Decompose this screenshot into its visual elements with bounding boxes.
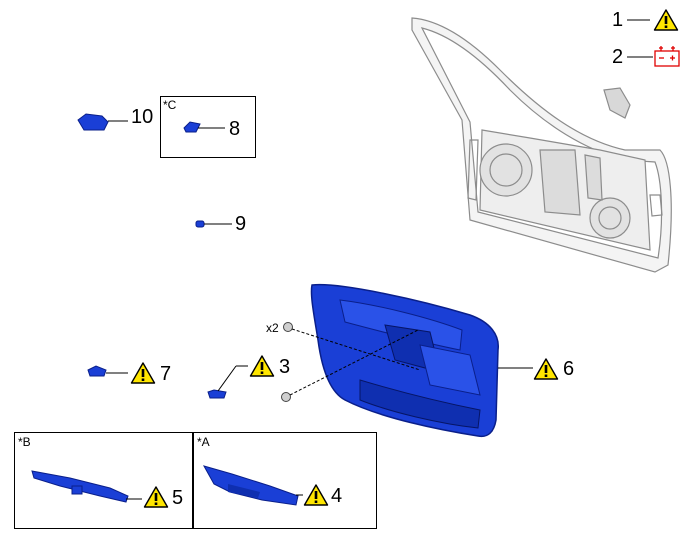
warning-icon	[533, 358, 559, 380]
callout-8: 8	[229, 118, 241, 140]
part-3-handle-bezel	[207, 389, 227, 399]
part-9-plug	[195, 220, 205, 228]
leader-lines	[106, 19, 653, 500]
warning-icon	[249, 355, 275, 377]
battery-icon	[654, 46, 680, 67]
door-trim-panel-part-6	[310, 283, 499, 438]
part-5-garnish	[31, 470, 129, 503]
box-c-label: *C	[163, 98, 177, 112]
callout-7: 7	[160, 363, 172, 385]
box-b	[14, 432, 194, 529]
callout-2: 2	[612, 46, 624, 68]
callout-10: 10	[131, 106, 154, 128]
part-4-switch-assembly	[202, 465, 299, 506]
callout-1: 1	[612, 9, 624, 31]
part-7-cover	[87, 365, 107, 377]
box-b-label: *B	[18, 435, 31, 449]
box-a	[192, 432, 377, 529]
door-frame-illustration	[411, 17, 672, 273]
clip-screws	[281, 322, 293, 402]
part-10-switch	[77, 113, 109, 131]
warning-icon	[130, 362, 156, 384]
callout-6: 6	[563, 358, 575, 380]
box-c	[160, 96, 256, 158]
screw-leader-lines	[289, 328, 421, 396]
callout-9: 9	[235, 213, 247, 235]
callout-5: 5	[172, 487, 184, 509]
box-a-label: *A	[197, 435, 210, 449]
callout-3: 3	[279, 356, 291, 378]
warning-icon	[653, 9, 679, 31]
quantity-label: x2	[266, 321, 279, 335]
callout-4: 4	[331, 485, 343, 507]
